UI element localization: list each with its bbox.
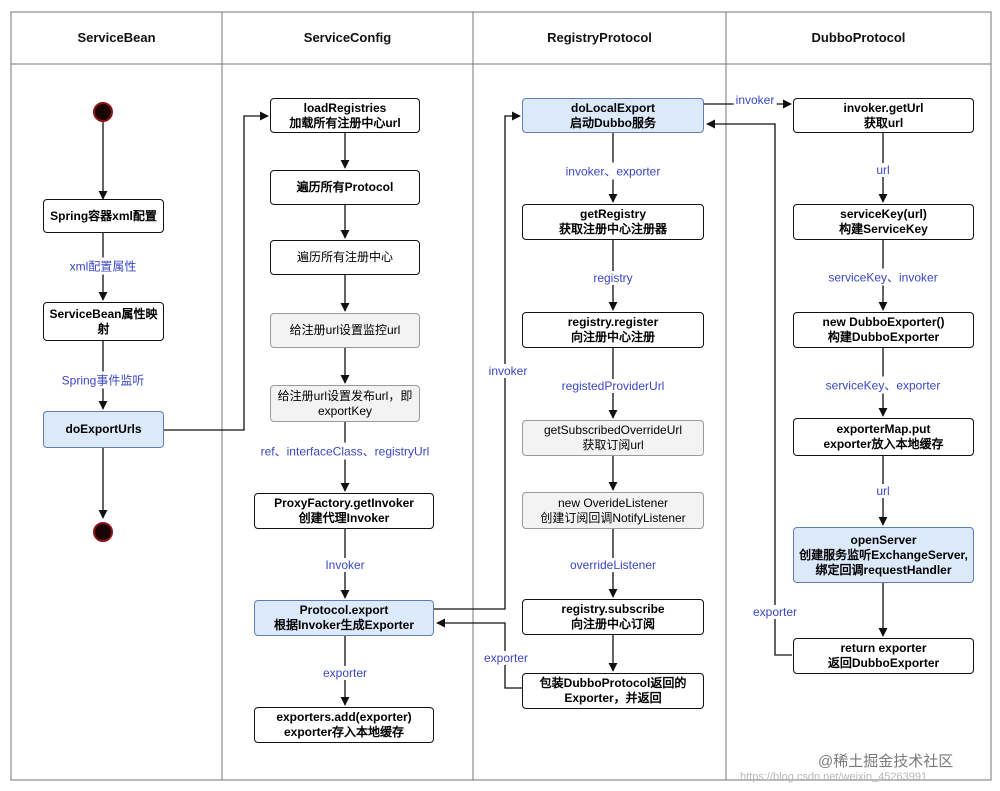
node-load-registries: loadRegistries 加载所有注册中心url <box>270 98 420 133</box>
node-new-dubbo-exporter: new DubboExporter() 构建DubboExporter <box>793 312 974 348</box>
node-set-export-url-line1: 给注册url设置发布url，即 <box>277 388 413 403</box>
node-load-registries-desc: 加载所有注册中心url <box>289 115 401 130</box>
diagram-frame <box>10 11 992 781</box>
edge-label-ref-interface: ref、interfaceClass、registryUrl <box>258 442 432 460</box>
node-new-dubbo-exporter-title: new DubboExporter() <box>822 315 945 329</box>
node-invoker-get-url: invoker.getUrl 获取url <box>793 98 974 133</box>
node-get-override-url-title: getSubscribedOverrideUrl <box>543 423 683 437</box>
lane-title-registry-protocol: RegistryProtocol <box>547 30 652 45</box>
node-override-listener: new OverideListener 创建订阅回调NotifyListener <box>522 492 704 529</box>
node-service-key: serviceKey(url) 构建ServiceKey <box>793 204 974 240</box>
lane-title-service-bean: ServiceBean <box>77 30 156 45</box>
node-return-exporter-title: return exporter <box>840 641 927 655</box>
node-invoker-get-url-desc: 获取url <box>863 115 904 130</box>
node-exporter-map-put-title: exporterMap.put <box>836 422 931 436</box>
node-get-registry-title: getRegistry <box>579 207 647 221</box>
edge-label-url-1: url <box>874 163 892 177</box>
node-do-local-export: doLocalExport 启动Dubbo服务 <box>522 98 704 133</box>
lane-title-service-config: ServiceConfig <box>303 30 392 45</box>
edge-label-invoker-exporter: invoker、exporter <box>563 162 663 180</box>
node-do-local-export-desc: 启动Dubbo服务 <box>570 115 656 130</box>
node-invoker-get-url-title: invoker.getUrl <box>843 100 924 115</box>
node-bean-mapping: ServiceBean属性映射 <box>43 302 164 341</box>
node-exporter-map-put: exporterMap.put exporter放入本地缓存 <box>793 418 974 456</box>
edge-label-registed-provider-url: registedProviderUrl <box>559 379 667 393</box>
end-node <box>93 522 113 542</box>
node-traverse-registry: 遍历所有注册中心 <box>270 240 420 275</box>
node-registry-register-title: registry.register <box>567 315 659 329</box>
node-proxy-factory-desc: 创建代理Invoker <box>298 511 390 525</box>
node-wrap-exporter-line1: 包装DubboProtocol返回的 <box>539 676 687 690</box>
node-open-server-desc1: 创建服务监听ExchangeServer, <box>799 547 968 562</box>
start-node <box>93 102 113 122</box>
watermark-brand: @稀土掘金技术社区 <box>818 753 954 770</box>
node-proxy-factory: ProxyFactory.getInvoker 创建代理Invoker <box>254 493 434 529</box>
node-load-registries-title: loadRegistries <box>303 100 387 115</box>
node-traverse-registry-text: 遍历所有注册中心 <box>296 250 393 264</box>
node-registry-subscribe-title: registry.subscribe <box>561 602 665 616</box>
node-exporters-add-title: exporters.add(exporter) <box>276 710 412 724</box>
node-get-registry-desc: 获取注册中心注册器 <box>558 222 667 236</box>
node-get-override-url-desc: 获取订阅url <box>582 438 644 452</box>
node-wrap-exporter-line2: Exporter，并返回 <box>564 691 662 705</box>
node-return-exporter-desc: 返回DubboExporter <box>827 656 940 670</box>
node-registry-subscribe: registry.subscribe 向注册中心订阅 <box>522 599 704 635</box>
node-bean-mapping-text: ServiceBean属性映射 <box>49 306 158 336</box>
edge-label-xml-props: xml配置属性 <box>67 257 139 275</box>
watermark-url: https://blog.csdn.net/weixin_45263991 <box>740 771 928 783</box>
node-get-override-url: getSubscribedOverrideUrl 获取订阅url <box>522 420 704 456</box>
node-registry-register: registry.register 向注册中心注册 <box>522 312 704 348</box>
node-spring-xml: Spring容器xml配置 <box>43 199 164 233</box>
node-override-listener-desc: 创建订阅回调NotifyListener <box>540 510 686 525</box>
node-do-export-urls-text: doExportUrls <box>65 422 142 436</box>
node-get-registry: getRegistry 获取注册中心注册器 <box>522 204 704 240</box>
node-do-export-urls: doExportUrls <box>43 411 164 448</box>
edge-label-exporter-dp: exporter <box>750 605 800 619</box>
edge-label-override-listener: overrideListener <box>567 558 659 572</box>
node-override-listener-title: new OverideListener <box>557 495 669 510</box>
node-service-key-desc: 构建ServiceKey <box>839 222 928 236</box>
node-proxy-factory-title: ProxyFactory.getInvoker <box>274 496 414 510</box>
edge-label-invoker-top: invoker <box>733 93 777 107</box>
node-set-export-url-line2: exportKey <box>317 403 373 418</box>
node-registry-register-desc: 向注册中心注册 <box>570 330 655 344</box>
node-open-server-title: openServer <box>850 532 917 547</box>
node-registry-subscribe-desc: 向注册中心订阅 <box>570 617 655 631</box>
edge-label-servicekey-exporter: serviceKey、exporter <box>823 376 943 394</box>
node-wrap-exporter: 包装DubboProtocol返回的 Exporter，并返回 <box>522 673 704 709</box>
edge-label-registry: registry <box>591 271 635 285</box>
edge-label-exporter-sc: exporter <box>320 666 370 680</box>
edge-label-exporter-rp: exporter <box>481 651 531 665</box>
node-spring-xml-text: Spring容器xml配置 <box>50 208 157 223</box>
edge-label-invoker-cross: invoker <box>486 364 530 378</box>
node-new-dubbo-exporter-desc: 构建DubboExporter <box>827 330 940 344</box>
edge-label-url-2: url <box>874 484 892 498</box>
node-do-local-export-title: doLocalExport <box>570 100 655 115</box>
node-protocol-export-desc: 根据Invoker生成Exporter <box>273 618 415 632</box>
node-exporters-add-desc: exporter存入本地缓存 <box>283 725 405 739</box>
node-set-monitor-url-text: 给注册url设置监控url <box>289 323 401 337</box>
node-return-exporter: return exporter 返回DubboExporter <box>793 638 974 674</box>
edge-label-servicekey-invoker: serviceKey、invoker <box>826 268 940 286</box>
node-set-monitor-url: 给注册url设置监控url <box>270 313 420 348</box>
node-service-key-title: serviceKey(url) <box>840 207 927 221</box>
node-set-export-url: 给注册url设置发布url，即 exportKey <box>270 385 420 422</box>
edge-label-spring-event: Spring事件监听 <box>59 371 147 389</box>
node-protocol-export: Protocol.export 根据Invoker生成Exporter <box>254 600 434 636</box>
node-open-server: openServer 创建服务监听ExchangeServer, 绑定回调req… <box>793 527 974 583</box>
node-traverse-protocol: 遍历所有Protocol <box>270 170 420 205</box>
node-exporters-add: exporters.add(exporter) exporter存入本地缓存 <box>254 707 434 743</box>
edge-label-invoker-sc: Invoker <box>323 558 367 572</box>
node-exporter-map-put-desc: exporter放入本地缓存 <box>823 437 944 451</box>
node-protocol-export-title: Protocol.export <box>299 603 389 617</box>
lane-title-dubbo-protocol: DubboProtocol <box>811 30 906 45</box>
node-traverse-protocol-text: 遍历所有Protocol <box>296 180 394 194</box>
node-open-server-desc2: 绑定回调requestHandler <box>815 562 952 577</box>
